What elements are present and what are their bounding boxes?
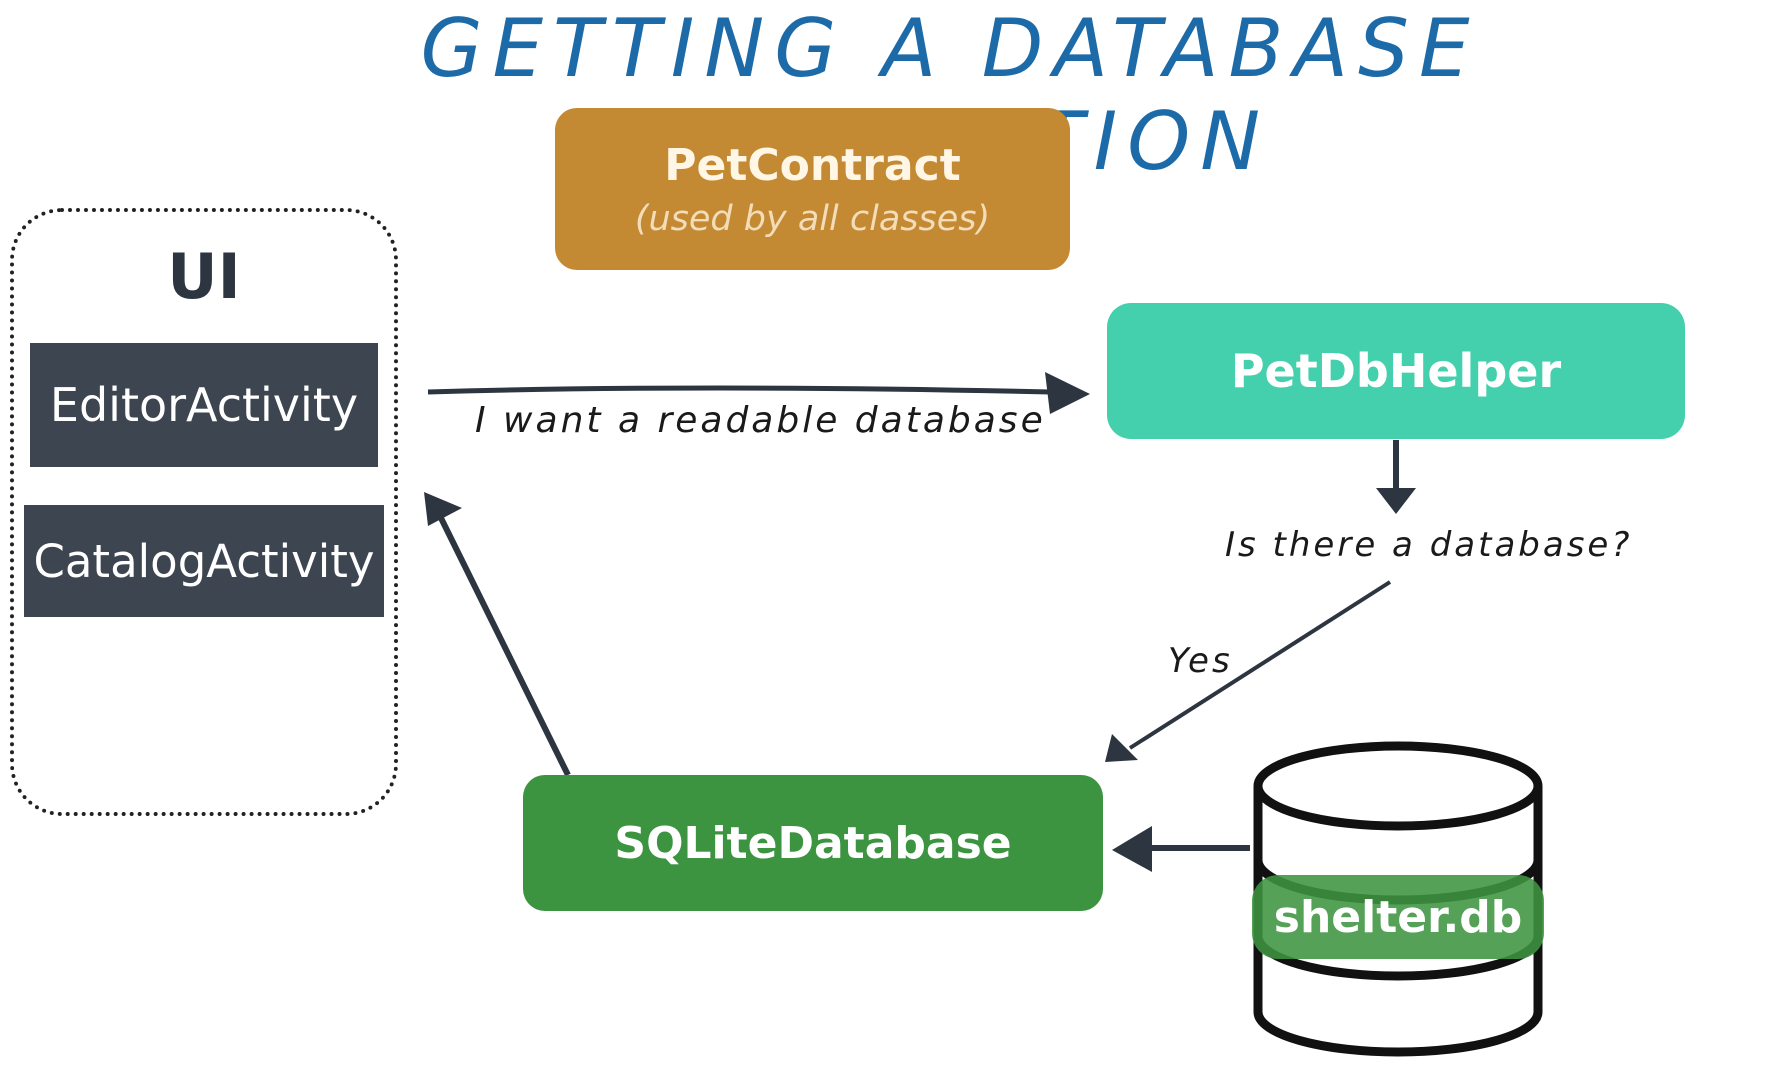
request-arrowhead [1045, 372, 1090, 414]
yes-arrowhead [1105, 734, 1138, 762]
pet-db-helper-label: PetDbHelper [1230, 344, 1562, 398]
request-annotation: I want a readable database [475, 400, 1046, 441]
ui-group-label: UI [167, 240, 241, 313]
pet-db-helper-box: PetDbHelper [1107, 303, 1685, 439]
editor-activity-box: EditorActivity [30, 343, 378, 467]
helper-down-arrowhead [1376, 488, 1416, 514]
return-arrowhead [424, 492, 462, 526]
pet-contract-box: PetContract (used by all classes) [555, 108, 1070, 270]
catalog-activity-box: CatalogActivity [24, 505, 384, 617]
ui-group-frame [10, 208, 398, 816]
question-annotation: Is there a database? [1225, 525, 1633, 565]
return-arrow [437, 514, 571, 777]
request-arrow [427, 385, 1051, 395]
yes-arrow [1128, 580, 1392, 750]
db-to-sqlite-arrowhead [1112, 826, 1152, 872]
answer-annotation: Yes [1168, 641, 1233, 681]
pet-contract-subtitle: (used by all classes) [634, 198, 991, 239]
sqlite-database-box: SQLiteDatabase [523, 775, 1103, 911]
sqlite-database-label: SQLiteDatabase [614, 817, 1012, 869]
pet-contract-label: PetContract [664, 139, 961, 191]
shelter-db-label: shelter.db [1252, 875, 1544, 959]
